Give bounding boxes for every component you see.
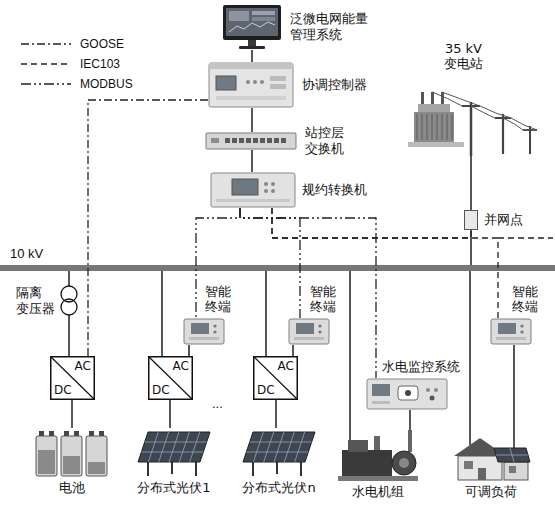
pv-array-art — [239, 428, 319, 478]
power-line — [251, 50, 252, 62]
node-text: 规约转换机 — [302, 182, 367, 198]
isolation-transformer: 隔离 变压器 — [60, 284, 78, 318]
legend-text: GOOSE — [80, 37, 124, 51]
modbus-line — [240, 208, 300, 318]
hydro-monitoring-system: 水电监控系统 — [366, 378, 448, 410]
node-text: 智能 终端 — [310, 284, 336, 315]
legend-line-sample — [20, 39, 72, 49]
pv-array: 分布式光伏1 — [134, 428, 214, 478]
power-line — [513, 345, 514, 432]
node-text: 智能 终端 — [512, 284, 538, 315]
grid-connection-point-art — [464, 210, 478, 230]
network-switch: 站控层 交换机 — [205, 132, 297, 150]
coordinated-controller-art — [208, 62, 294, 108]
grid-connection-point: 并网点 — [464, 210, 478, 230]
modbus-line — [240, 208, 376, 378]
node-text: DC — [54, 383, 72, 397]
ellipsis-mark: ... — [212, 396, 223, 412]
protocol-converter: 规约转换机 — [210, 172, 296, 208]
power-line — [470, 156, 471, 210]
goose-line — [88, 100, 208, 356]
power-line — [251, 108, 252, 132]
battery-art — [32, 428, 112, 478]
power-line — [292, 345, 293, 356]
smart-terminal-art — [288, 318, 330, 345]
power-drop-lines — [69, 230, 471, 445]
legend-row: IEC103 — [20, 54, 133, 74]
network-switch-art — [205, 132, 297, 150]
node-text: 水电机组 — [352, 484, 404, 500]
iec103-line — [272, 208, 471, 238]
legend-line — [21, 43, 71, 44]
pv-array: 分布式光伏n — [239, 428, 319, 478]
battery: 电池 — [32, 428, 112, 478]
node-text: 泛微电网能量 管理系统 — [290, 11, 368, 42]
smart-terminal: 智能 终端 — [490, 318, 532, 345]
smart-terminal: 智能 终端 — [183, 318, 225, 345]
ac-dc-converter: ACDC — [253, 356, 298, 400]
ac-dc-converter: ACDC — [148, 356, 193, 400]
node-text: DC — [152, 383, 170, 397]
bus-bar — [0, 265, 555, 271]
hydro-monitoring-system-art — [366, 378, 448, 410]
power-line — [68, 318, 69, 356]
iec103-line-extension — [498, 237, 553, 238]
substation: 35 kV 变电站 — [408, 74, 548, 156]
power-line — [409, 410, 410, 430]
isolation-transformer-art — [60, 284, 78, 318]
legend-text: MODBUS — [80, 77, 133, 91]
voltage-level-label: 10 kV — [10, 246, 43, 262]
power-line — [188, 345, 189, 356]
hydro-generator: 水电机组 — [338, 430, 418, 482]
power-line — [169, 400, 170, 428]
modbus-line — [196, 208, 240, 318]
node-text: 分布式光伏1 — [137, 480, 210, 496]
legend-line-sample — [20, 79, 72, 89]
node-text: 水电监控系统 — [382, 359, 460, 375]
node-text: 智能 终端 — [205, 284, 231, 315]
node-text: AC — [75, 359, 91, 373]
legend-line — [21, 63, 71, 64]
smart-terminal: 智能 终端 — [288, 318, 330, 345]
node-text: AC — [278, 359, 294, 373]
coordinated-controller: 协调控制器 — [208, 62, 294, 108]
hydro-generator-art — [338, 430, 418, 482]
ac-dc-converter: ACDC — [50, 356, 95, 400]
legend-row: MODBUS — [20, 74, 133, 94]
node-text: 隔离 变压器 — [16, 285, 55, 316]
node-text: 站控层 交换机 — [305, 125, 344, 156]
power-line — [251, 150, 252, 172]
protocol-converter-art — [210, 172, 296, 208]
legend-line-sample — [20, 59, 72, 69]
adjustable-load: 可调负荷 — [452, 432, 530, 482]
node-text: 分布式光伏n — [242, 480, 315, 496]
legend-text: IEC103 — [80, 57, 120, 71]
adjustable-load-art — [452, 432, 530, 482]
node-text: AC — [173, 359, 189, 373]
smart-terminal-art — [490, 318, 532, 345]
legend: GOOSE IEC103MODBUS — [20, 34, 133, 94]
node-text: DC — [257, 383, 275, 397]
ems-monitor-art — [222, 4, 282, 50]
power-line — [275, 400, 276, 428]
node-text: 电池 — [59, 480, 85, 496]
legend-line — [21, 83, 71, 84]
ems-monitor: 泛微电网能量 管理系统 — [222, 4, 282, 50]
node-text: 并网点 — [484, 212, 523, 228]
node-text: 35 kV 变电站 — [442, 41, 485, 72]
legend-row: GOOSE — [20, 34, 133, 54]
substation-art — [408, 74, 548, 156]
power-line — [71, 400, 72, 428]
iec103-line — [272, 208, 498, 318]
smart-terminal-art — [183, 318, 225, 345]
pv-array-art — [134, 428, 214, 478]
node-text: 协调控制器 — [302, 77, 367, 93]
node-text: 可调负荷 — [465, 484, 517, 500]
